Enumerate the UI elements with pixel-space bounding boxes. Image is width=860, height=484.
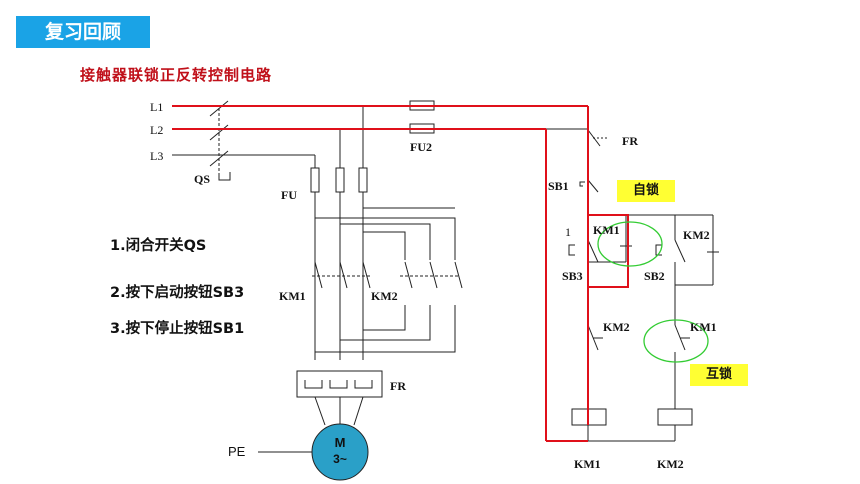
sb3-button: [568, 239, 599, 263]
self-lock-tag: 自锁: [617, 180, 675, 202]
label-km2-interlock: KM2: [603, 320, 630, 334]
km2-self-lock-contact: [707, 245, 719, 270]
fr-thermal-relay: [296, 370, 383, 398]
label-coil-km2: KM2: [657, 457, 684, 471]
motor-phase-label: 3~: [333, 452, 347, 466]
label-km1-main: KM1: [279, 289, 306, 303]
fr-control-contact: [587, 129, 607, 147]
label-km1-interlock: KM1: [690, 320, 717, 334]
motor-label: M: [335, 435, 346, 450]
label-km1-self: KM1: [593, 223, 620, 237]
label-l2: L2: [150, 123, 163, 137]
step-3: 3.按下停止按钮SB1: [110, 321, 245, 337]
header-title: 复习回顾: [44, 21, 121, 43]
label-sb3-marker: 1: [565, 225, 571, 239]
page-subtitle: 接触器联锁正反转控制电路: [80, 66, 273, 84]
header-banner: 复习回顾: [16, 16, 150, 48]
km2-interlock-contact: [587, 324, 603, 351]
label-qs: QS: [194, 172, 210, 186]
km2-main-contacts: [400, 261, 463, 289]
label-fu: FU: [281, 188, 297, 202]
sb2-button: [655, 239, 686, 263]
interlock-ellipse: [643, 319, 709, 363]
step-2: 2.按下启动按钮SB3: [110, 285, 245, 301]
label-fu2: FU2: [410, 140, 432, 154]
qs-switch: [209, 100, 231, 181]
km1-self-lock-contact: [620, 240, 632, 262]
label-fr-main: FR: [390, 379, 406, 393]
current-path-highlight: [172, 105, 629, 442]
km1-interlock-contact: [674, 324, 690, 351]
label-sb1: SB1: [548, 179, 569, 193]
motor: [311, 423, 369, 481]
label-km2-main: KM2: [371, 289, 398, 303]
label-pe: PE: [228, 444, 246, 459]
label-l3: L3: [150, 149, 163, 163]
self-lock-ellipse: [597, 221, 663, 267]
interlock-tag: 互锁: [690, 364, 748, 386]
sb1-button: [579, 179, 599, 193]
km2-coil: [657, 408, 693, 426]
label-km2-self: KM2: [683, 228, 710, 242]
fu-fuses: [310, 167, 368, 193]
km-cross-wiring: [315, 207, 456, 353]
km1-main-contacts: [312, 261, 371, 289]
step-1: 1.闭合开关QS: [110, 238, 207, 254]
label-coil-km1: KM1: [574, 457, 601, 471]
label-sb2: SB2: [644, 269, 665, 283]
label-fr-ctrl: FR: [622, 134, 638, 148]
label-sb3: SB3: [562, 269, 583, 283]
label-l1: L1: [150, 100, 163, 114]
